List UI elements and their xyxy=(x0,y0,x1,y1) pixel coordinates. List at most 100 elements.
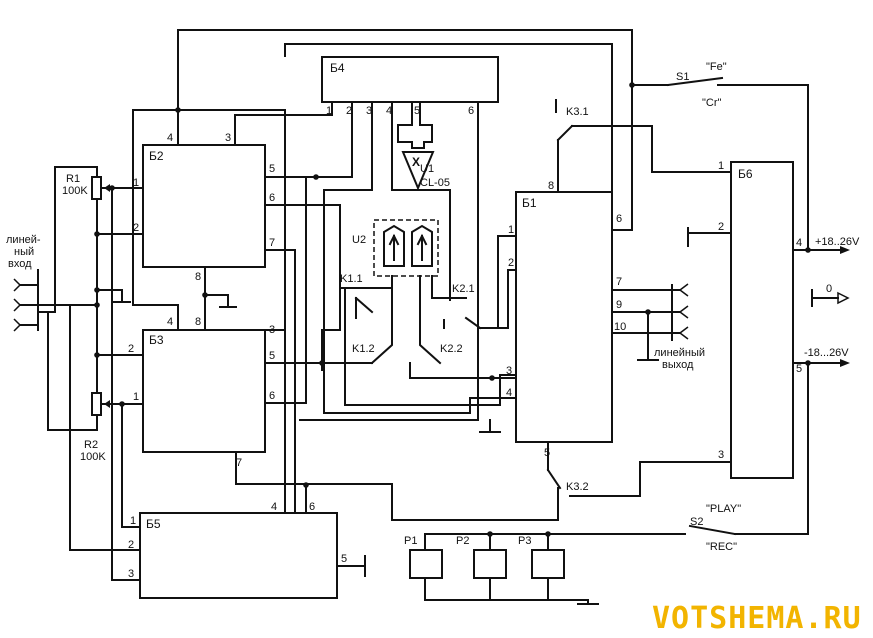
wire-b2-pin7 xyxy=(264,249,296,514)
pin-b3-8: 8 xyxy=(195,316,201,328)
pin-b6-2: 2 xyxy=(718,221,724,233)
pin-b3-3: 3 xyxy=(269,324,275,336)
wire-b2-pin3-b4-pin1 xyxy=(234,101,333,146)
wire-s1-right xyxy=(717,84,809,251)
line-in-label-3: вход xyxy=(8,258,32,270)
pin-b5-2: 2 xyxy=(128,539,134,551)
pin-b2-4: 4 xyxy=(167,132,173,144)
pin-b1-10: 10 xyxy=(614,321,626,333)
pin-b2-8: 8 xyxy=(195,271,201,283)
wire-b3-pin4 xyxy=(132,109,179,331)
k3-1-label: K3.1 xyxy=(566,106,589,118)
line-out-label-2: выход xyxy=(662,359,694,371)
pin-b1-1: 1 xyxy=(508,224,514,236)
pin-b1-6: 6 xyxy=(616,213,622,225)
pin-b4-5: 5 xyxy=(414,105,420,117)
switch-k1-2 xyxy=(370,275,393,365)
pin-b5-3: 3 xyxy=(128,568,134,580)
pin-b3-6: 6 xyxy=(269,390,275,402)
block-b6-label: Б6 xyxy=(738,167,753,181)
block-b4 xyxy=(321,56,499,103)
u1-name: U1 xyxy=(420,163,434,175)
pin-b5-6: 6 xyxy=(309,501,315,513)
u2-head-right xyxy=(411,224,433,267)
switch-k3-1 xyxy=(556,124,574,142)
k2-2-label: K2.2 xyxy=(440,343,463,355)
block-b5-label: Б5 xyxy=(146,517,161,531)
pin-b6-5: 5 xyxy=(796,363,802,375)
block-b3 xyxy=(142,329,266,453)
wire-b3-pin6 xyxy=(264,176,307,404)
pin-b1-7: 7 xyxy=(616,276,622,288)
vminus-label: -18...26V xyxy=(804,347,849,359)
wire-k-inner xyxy=(344,287,517,406)
wire-b3-pin7 xyxy=(235,451,559,521)
s2-rec-label: "REC" xyxy=(706,541,737,553)
block-b1-label: Б1 xyxy=(522,196,537,210)
pin-b5-4: 4 xyxy=(271,501,277,513)
pin-b6-1: 1 xyxy=(718,160,724,172)
u2-name: U2 xyxy=(352,234,366,246)
wire-r1-r2-frame xyxy=(47,166,98,431)
line-in-connectors xyxy=(19,284,39,326)
wire-b4-pin3-loop xyxy=(323,101,517,414)
resistor-r1 xyxy=(91,176,102,200)
vzero-label: 0 xyxy=(826,283,832,295)
line-in-label-1: линей- xyxy=(6,234,41,246)
pin-b4-6: 6 xyxy=(468,105,474,117)
pin-b2-5: 5 xyxy=(269,163,275,175)
line-out-connectors xyxy=(679,283,689,340)
pin-b5-1: 1 xyxy=(130,515,136,527)
u1-head-body xyxy=(397,101,433,149)
pin-b3-7: 7 xyxy=(236,457,242,469)
pin-b2-6: 6 xyxy=(269,192,275,204)
relay-p1 xyxy=(409,549,443,579)
switch-s2 xyxy=(688,524,737,536)
pin-b2-3: 3 xyxy=(225,132,231,144)
wire-top-outer xyxy=(177,29,633,111)
u1-mark: X xyxy=(412,155,420,169)
u2-head-box xyxy=(373,219,439,277)
line-in-label-2: ный xyxy=(14,246,34,258)
wire-b2-pin5 xyxy=(264,101,353,178)
pin-b4-1: 1 xyxy=(326,105,332,117)
wire-ground-left xyxy=(96,289,123,303)
block-b1 xyxy=(515,191,613,443)
pin-b2-1: 1 xyxy=(133,177,139,189)
switch-k3-2 xyxy=(546,468,562,490)
relay-p3 xyxy=(531,549,565,579)
switch-k2-1 xyxy=(464,316,482,330)
wire-b5-pin5 xyxy=(336,555,366,577)
pin-b4-4: 4 xyxy=(386,105,392,117)
block-b2-label: Б2 xyxy=(149,149,164,163)
k1-1-label: K1.1 xyxy=(340,273,363,285)
block-b6 xyxy=(730,161,794,479)
wire-b1-pin3 xyxy=(409,362,517,379)
pin-b2-2: 2 xyxy=(133,222,139,234)
wire-b3-pin3 xyxy=(264,109,286,331)
pin-b3-2: 2 xyxy=(128,343,134,355)
block-b4-label: Б4 xyxy=(330,61,345,75)
pin-b6-3: 3 xyxy=(718,449,724,461)
pin-b1-2: 2 xyxy=(508,257,514,269)
pin-b4-3: 3 xyxy=(366,105,372,117)
relay-p2 xyxy=(473,549,507,579)
wire-relays-ground xyxy=(424,577,589,605)
pin-b2-7: 7 xyxy=(269,237,275,249)
watermark: VOTSHEMA.RU xyxy=(652,601,862,636)
wire-top-inner xyxy=(284,43,613,193)
resistor-r2 xyxy=(91,392,102,416)
k3-2-label: K3.2 xyxy=(566,481,589,493)
pin-b6-4: 4 xyxy=(796,237,802,249)
r2-name: R2 xyxy=(84,439,98,451)
switch-s1 xyxy=(666,76,724,87)
wire-k3-2-b6-pin3 xyxy=(569,461,732,497)
wire-s2-left-relays xyxy=(424,533,686,551)
wire-s2-right xyxy=(734,362,809,535)
wire-b4-pin4 xyxy=(391,101,451,301)
switch-k2-2 xyxy=(419,275,442,365)
pin-b3-1: 1 xyxy=(133,391,139,403)
wire-k3-1-b6-pin1 xyxy=(571,125,732,173)
wire-b4-pin6 xyxy=(299,101,479,421)
